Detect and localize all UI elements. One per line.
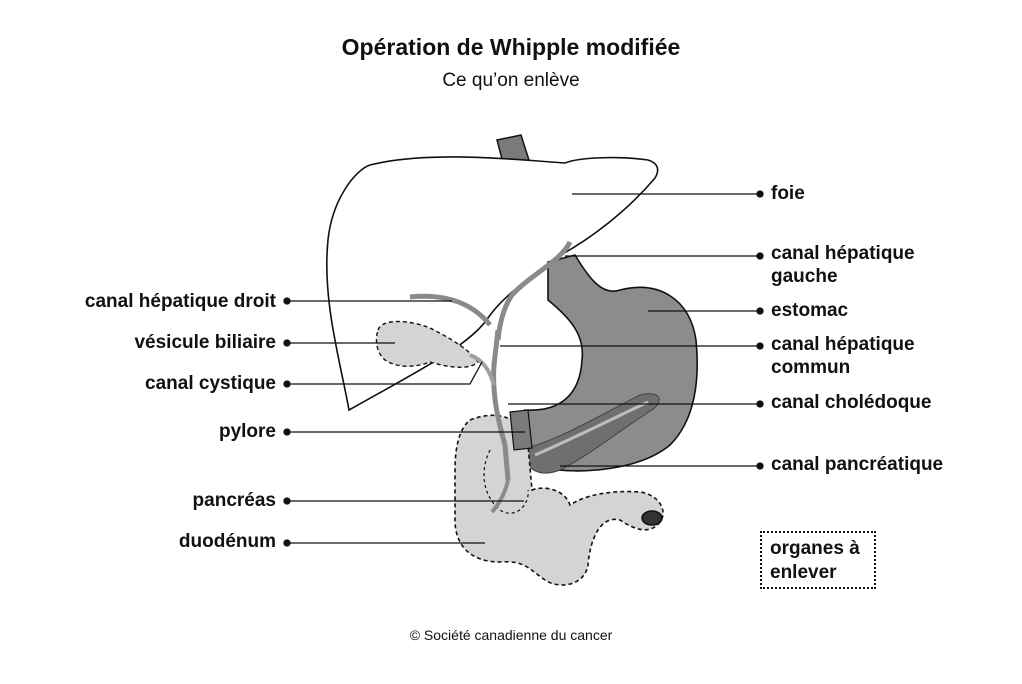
label-canal-hepatique-droit: canal hépatique droit <box>84 291 276 312</box>
duodenum-loop <box>483 449 529 514</box>
label-canal-hepatique-gauche-line1: canal hépatique <box>771 243 915 264</box>
label-pylore: pylore <box>218 421 276 442</box>
diagram-title: Opération de Whipple modifiée <box>341 34 681 60</box>
left-hepatic-duct <box>495 240 573 341</box>
jejunum-opening <box>641 510 663 526</box>
label-estomac: estomac <box>771 300 849 321</box>
label-canal-hepatique-commun-line1: canal hépatique <box>771 334 915 355</box>
label-foie: foie <box>771 183 805 204</box>
pylorus <box>509 409 533 451</box>
label-canal-pancreatique: canal pancréatique <box>771 454 944 475</box>
label-canal-hepatique-gauche-line2: gauche <box>771 266 838 287</box>
leaders-right <box>500 190 764 470</box>
cystic-duct <box>469 353 496 386</box>
label-vesicule-biliaire: vésicule biliaire <box>134 332 276 353</box>
legend-box <box>760 531 876 589</box>
pancreatic-duct <box>534 400 649 457</box>
diagram-subtitle: Ce qu’on enlève <box>442 70 580 91</box>
legend-text: organes à enlever <box>770 537 860 585</box>
right-hepatic-duct <box>409 293 492 327</box>
legend-line2: enlever <box>770 562 837 583</box>
label-canal-hepatique-commun-line2: commun <box>771 357 851 378</box>
gallbladder <box>375 320 479 368</box>
label-duodenum: duodénum <box>178 531 276 552</box>
label-canal-cystique: canal cystique <box>145 373 276 394</box>
common-hepatic-duct <box>491 329 511 481</box>
label-canal-choledoque: canal cholédoque <box>771 392 932 413</box>
label-pancreas: pancréas <box>192 490 276 511</box>
label-canal-hepatique-gauche: canal hépatique gauche <box>771 242 915 288</box>
copyright: © Société canadienne du cancer <box>409 627 613 643</box>
leaders-left <box>283 297 525 547</box>
label-canal-hepatique-commun: canal hépatique commun <box>771 333 915 379</box>
legend-line1: organes à <box>770 538 860 559</box>
common-bile-duct <box>490 479 510 514</box>
